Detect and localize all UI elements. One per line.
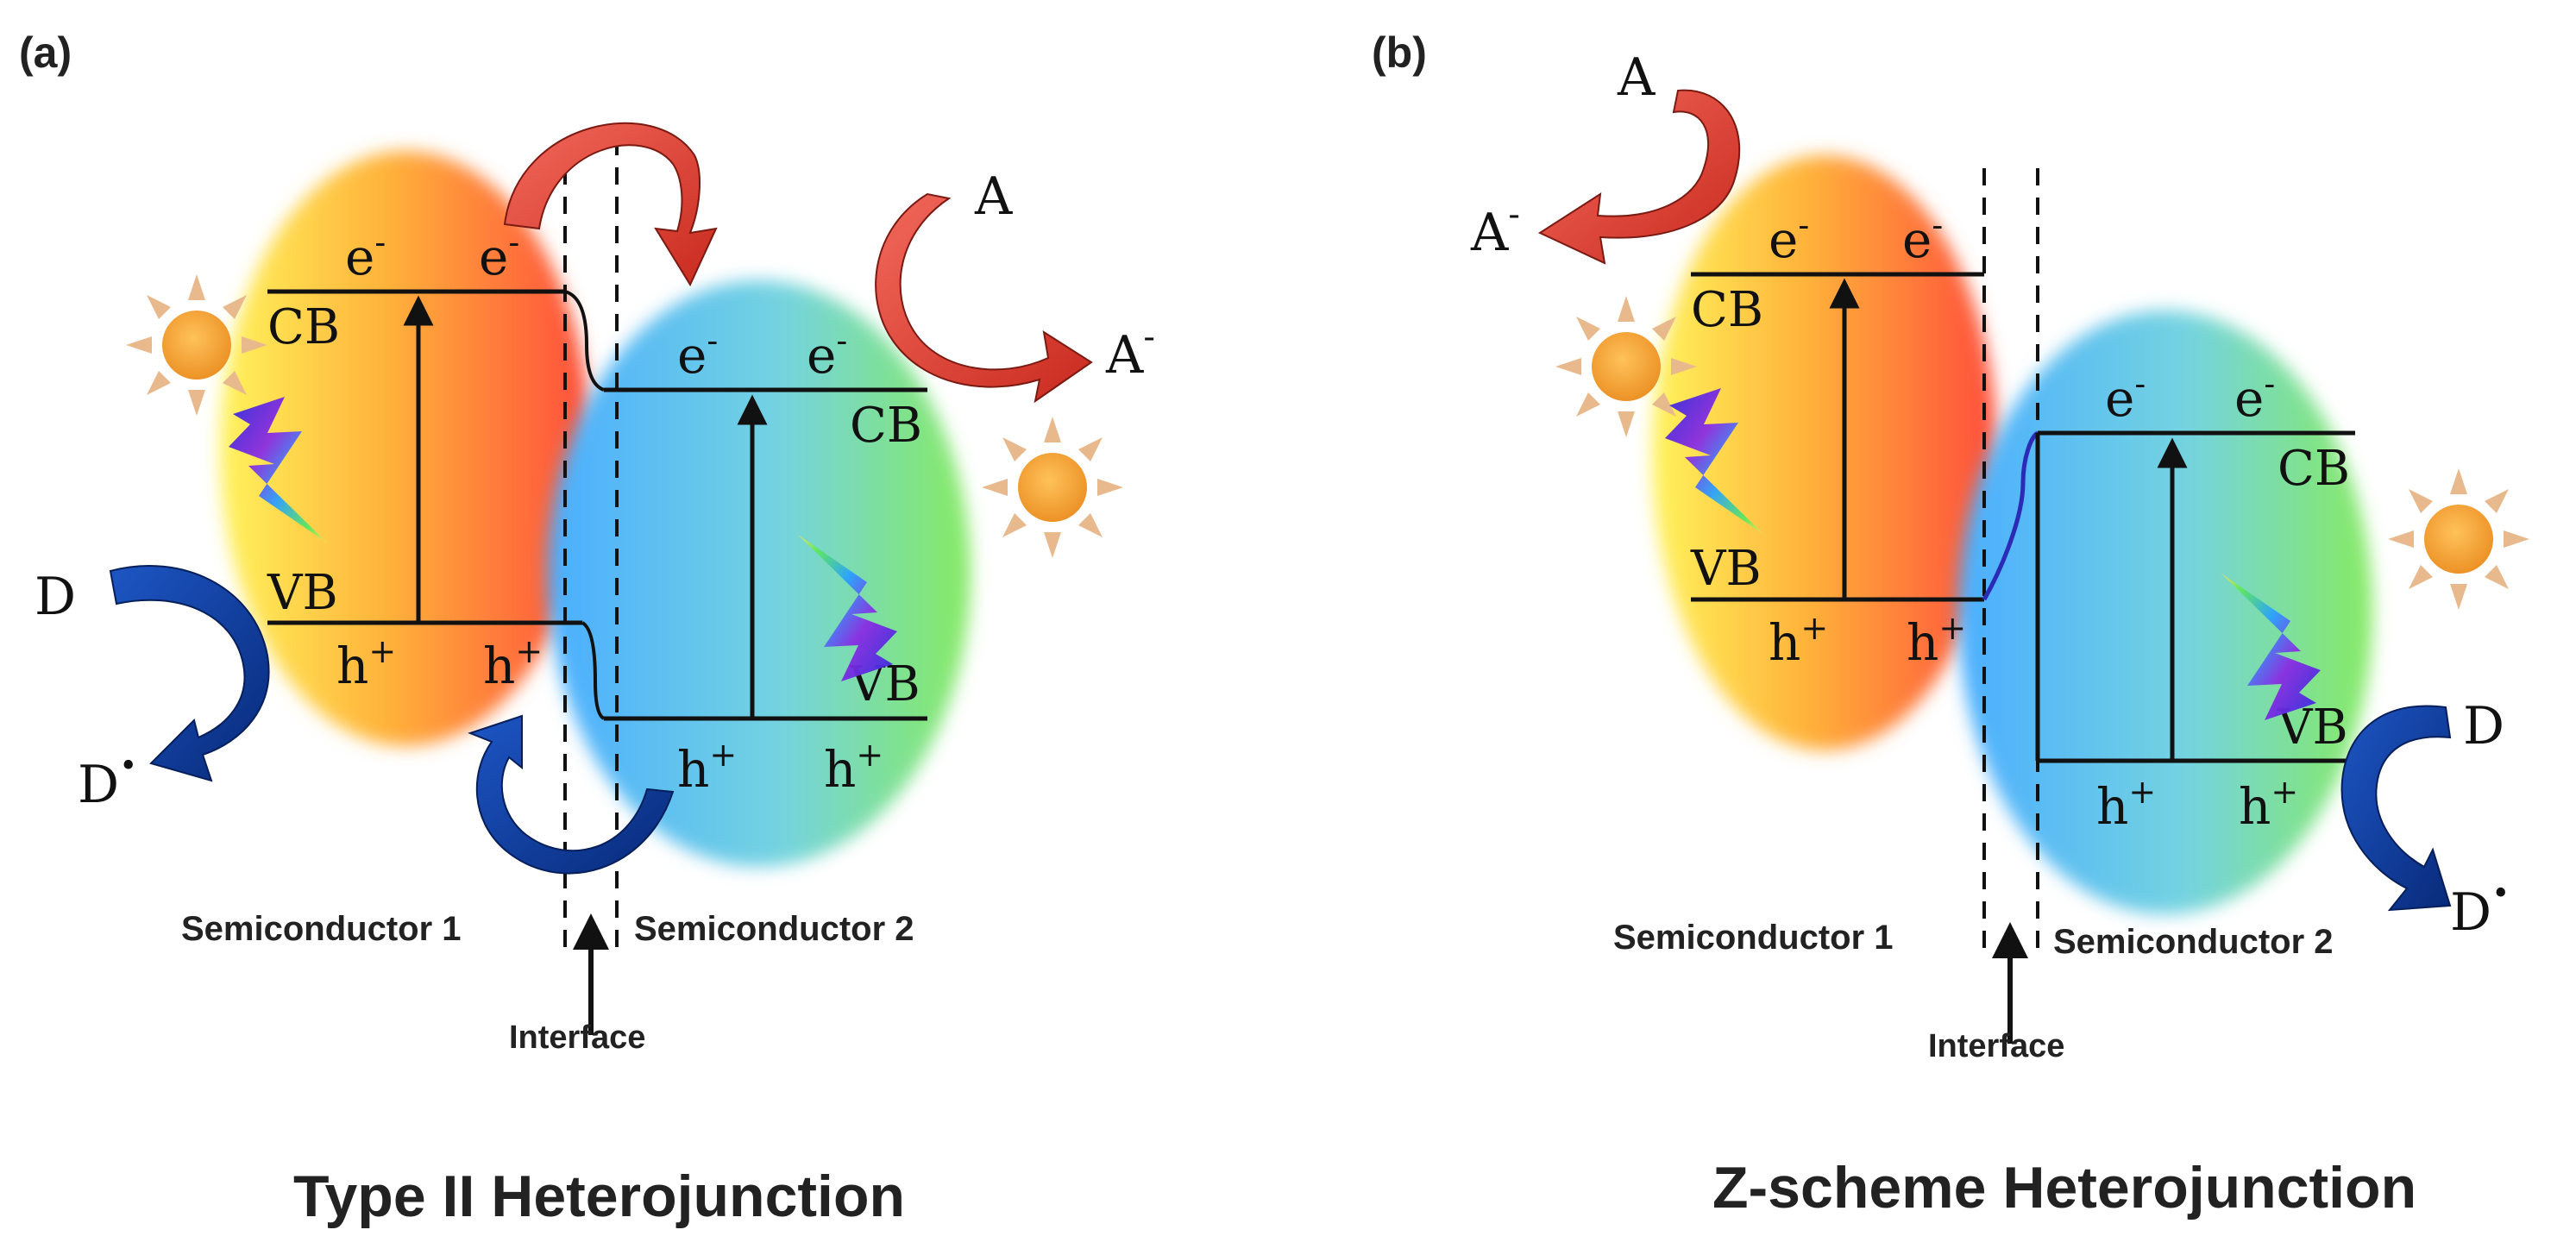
acceptor-reduction-arrow xyxy=(875,192,1093,404)
sc1-electron-1: e- xyxy=(1769,206,1809,269)
sc2-hole-2: h+ xyxy=(824,736,883,799)
panel-a-title: Type II Heterojunction xyxy=(293,1164,905,1229)
sc1-electron-2: e- xyxy=(479,223,519,286)
donor-label: D xyxy=(35,567,76,627)
acceptor-label: A xyxy=(1617,47,1656,108)
hole-transfer-step xyxy=(581,621,606,720)
sc1-vb-label: VB xyxy=(267,565,338,621)
panel-a-label: (a) xyxy=(19,28,72,77)
semiconductor-1-body xyxy=(1652,155,1997,750)
sc2-electron-1: e- xyxy=(677,322,718,385)
semiconductor-2-label: Semiconductor 2 xyxy=(634,910,914,948)
semiconductor-1-label: Semiconductor 1 xyxy=(181,910,462,948)
sc2-hole-1: h+ xyxy=(2096,773,2156,836)
sc2-electron-2: e- xyxy=(807,322,847,385)
acceptor-reduced-label: A- xyxy=(1470,195,1520,263)
sc1-hole-2: h+ xyxy=(483,632,543,695)
electron-transfer-step xyxy=(564,290,605,392)
sc2-hole-2: h+ xyxy=(2239,773,2298,836)
sc2-cb-label: CB xyxy=(2278,441,2350,497)
acceptor-reduced-label: A- xyxy=(1105,317,1155,386)
semiconductor-1-body xyxy=(220,151,591,746)
sun-icon xyxy=(1555,296,1697,437)
semiconductor-2-body xyxy=(1958,311,2372,914)
sc1-cb-label: CB xyxy=(267,299,340,355)
hole-transfer-arrow xyxy=(468,714,675,875)
z-scheme-recombination-path xyxy=(1982,430,2039,601)
sc2-cb-label: CB xyxy=(850,398,922,454)
panel-b-title: Z-scheme Heterojunction xyxy=(1712,1155,2416,1220)
sc2-electron-1: e- xyxy=(2105,365,2146,428)
acceptor-label: A xyxy=(974,166,1013,227)
donor-label: D xyxy=(2463,696,2504,756)
donor-oxidized-label: D• xyxy=(2450,876,2510,943)
sc1-cb-label: CB xyxy=(1691,282,1763,338)
sc1-hole-1: h+ xyxy=(1769,609,1828,672)
sun-icon xyxy=(982,417,1123,558)
sc1-vb-label: VB xyxy=(1690,541,1762,597)
sc1-electron-2: e- xyxy=(1902,206,1943,269)
interface-label: Interface xyxy=(509,1020,645,1056)
panel-b: (b) e- e- CB VB h+ h+ e- e- CB VB h+ h+ xyxy=(1372,28,2529,1220)
donor-oxidation-arrow xyxy=(2340,705,2452,912)
semiconductor-2-label: Semiconductor 2 xyxy=(2053,923,2334,961)
interface-label: Interface xyxy=(1928,1028,2064,1064)
donor-oxidized-label: D• xyxy=(78,749,137,815)
semiconductor-1-label: Semiconductor 1 xyxy=(1613,919,1894,957)
donor-oxidation-arrow xyxy=(109,565,270,782)
semiconductor-2-body xyxy=(548,280,971,867)
sc1-hole-1: h+ xyxy=(336,632,396,695)
sc2-electron-2: e- xyxy=(2234,365,2275,428)
electron-transfer-arrow xyxy=(503,122,718,287)
sc1-electron-1: e- xyxy=(345,223,386,286)
sc1-hole-2: h+ xyxy=(1907,609,1966,672)
sun-icon xyxy=(126,274,267,416)
panel-a: (a) e- e- CB VB h+ h+ e- e- CB VB h+ h+ xyxy=(19,28,1155,1229)
acceptor-reduction-arrow xyxy=(1537,89,1741,265)
sun-icon xyxy=(2388,468,2529,610)
panel-b-label: (b) xyxy=(1372,28,1427,77)
sc2-hole-1: h+ xyxy=(677,736,737,799)
